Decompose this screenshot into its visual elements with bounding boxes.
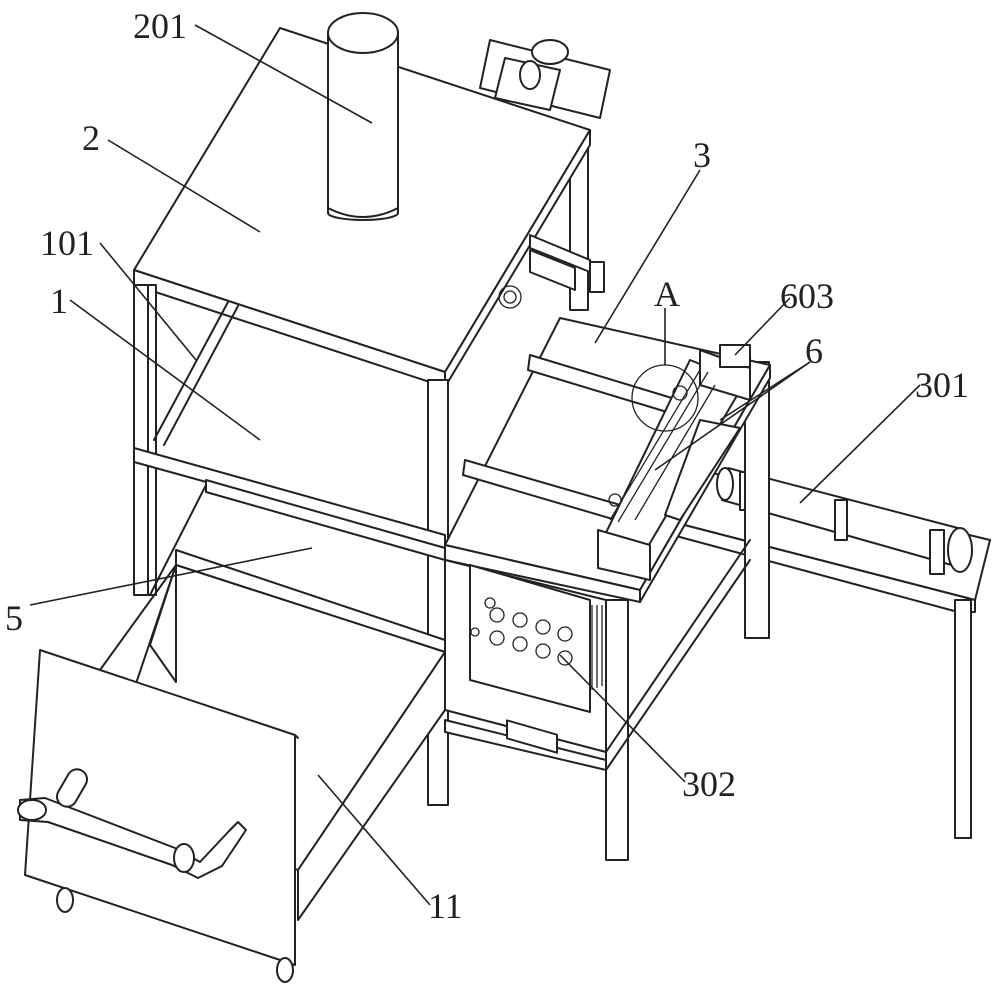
label-3: 3 (693, 135, 711, 175)
label-A: A (654, 274, 680, 314)
label-302: 302 (682, 764, 736, 804)
top-cylinder (328, 13, 398, 220)
label-2: 2 (82, 118, 100, 158)
label-6: 6 (805, 331, 823, 371)
label-11: 11 (428, 886, 463, 926)
label-5: 5 (5, 598, 23, 638)
label-301: 301 (915, 365, 969, 405)
label-101: 101 (40, 223, 94, 263)
label-201: 201 (133, 6, 187, 46)
label-1: 1 (50, 281, 68, 321)
label-603: 603 (780, 276, 834, 316)
drawer (18, 550, 445, 982)
